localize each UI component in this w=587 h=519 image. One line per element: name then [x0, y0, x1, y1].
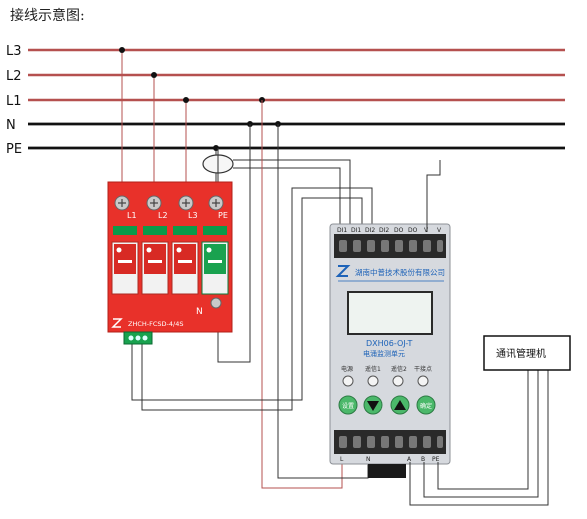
surge-protector: L1 L2 L3 PE: [107, 181, 233, 345]
spd-logo-icon: [111, 318, 123, 328]
ct-signal-wires: [233, 159, 351, 232]
set-button-label: 设置: [342, 402, 354, 410]
spd-feed-wires: [119, 47, 189, 185]
terminal-di2-b: DI2: [379, 227, 389, 234]
spd-status-windows: [113, 226, 227, 235]
bus-labels: L3 L2 L1 N PE: [6, 44, 22, 157]
spd-n-wire: [217, 121, 253, 363]
terminal-pe: PE: [432, 456, 440, 463]
pole-label-l3: L3: [188, 211, 198, 220]
monitor-model: DXH06-OJ-T: [366, 339, 412, 348]
terminal-di2-a: DI2: [365, 227, 375, 234]
label-l2: L2: [6, 69, 22, 84]
terminal-do-b: DO: [408, 227, 418, 234]
monitor-top-terminals: [339, 240, 443, 252]
monitor-bottom-terminal-labels: L N A B PE: [340, 456, 440, 463]
din-clip: [368, 464, 406, 478]
down-button[interactable]: [363, 395, 383, 415]
label-n: N: [6, 118, 16, 133]
spd-remote-connector: [123, 331, 153, 345]
label-l1: L1: [6, 94, 22, 109]
terminal-a: A: [407, 456, 412, 463]
up-button[interactable]: [390, 395, 410, 415]
indicator-label-remote1: 遥信1: [365, 365, 381, 373]
indicator-leds: [342, 375, 429, 387]
terminal-di1-b: DI1: [351, 227, 361, 234]
terminal-v-b: V: [437, 227, 442, 234]
indicator-label-dry: 干接点: [414, 365, 432, 373]
pole-label-pe: PE: [218, 211, 228, 220]
diagram-title: 接线示意图:: [10, 7, 85, 24]
spd-top-terminals: [114, 195, 224, 211]
down-arrow-icon: [367, 401, 379, 411]
pole-label-l1: L1: [127, 211, 137, 220]
indicator-label-remote2: 遥信2: [391, 365, 407, 373]
terminal-n: N: [366, 456, 371, 463]
spd-pole-labels: L1 L2 L3 PE: [127, 211, 228, 220]
terminal-do-a: DO: [394, 227, 404, 234]
comm-manager-label: 通讯管理机: [496, 347, 546, 360]
company-logo-icon: [335, 265, 351, 277]
spd-modules: [111, 241, 229, 295]
set-button[interactable]: 设置: [338, 395, 358, 415]
bus-lines: [28, 48, 565, 150]
terminal-di1-a: DI1: [337, 227, 347, 234]
v-terminal-wires: [426, 160, 441, 232]
lcd-display: [347, 291, 433, 335]
monitor-name: 电涌监测单元: [363, 349, 405, 358]
spd-n-label: N: [196, 307, 203, 317]
spd-remote-wires: [131, 187, 373, 411]
current-transformer-icon: [202, 148, 234, 185]
terminal-b: B: [421, 456, 425, 463]
confirm-button-label: 确定: [420, 402, 432, 410]
spd-bottom-terminals: [210, 297, 222, 309]
spd-model-text: ZHCH-FCSD-4/4S: [128, 320, 183, 328]
indicator-label-power: 电源: [341, 365, 353, 373]
confirm-button[interactable]: 确定: [416, 395, 436, 415]
monitor-unit: DI1 DI1 DI2 DI2 DO DO V V 湖南中普技术股份有限公司 D…: [329, 223, 451, 478]
up-arrow-icon: [394, 400, 406, 410]
comm-manager-box: 通讯管理机: [483, 335, 571, 371]
monitor-bottom-terminals: [339, 436, 443, 448]
terminal-l: L: [340, 456, 344, 463]
label-l3: L3: [6, 44, 22, 59]
label-pe: PE: [6, 142, 22, 157]
pole-label-l2: L2: [158, 211, 168, 220]
indicator-labels: 电源 遥信1 遥信2 干接点: [341, 365, 432, 373]
company-name: 湖南中普技术股份有限公司: [355, 267, 445, 277]
